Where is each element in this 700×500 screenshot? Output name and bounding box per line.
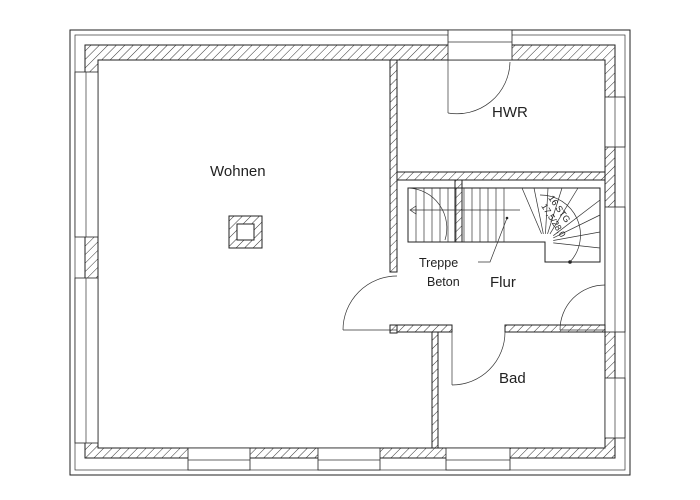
window-bottom-3 <box>445 447 511 471</box>
stair-label-beton: Beton <box>427 275 460 289</box>
door-stair <box>407 187 448 241</box>
stair-tread <box>549 187 579 235</box>
window-bottom-1 <box>187 447 251 471</box>
stair-tread <box>533 187 544 234</box>
door-wohnen <box>342 275 398 331</box>
room-label-bad: Bad <box>499 370 526 387</box>
windows <box>74 29 626 471</box>
stair-tread <box>553 214 601 239</box>
window-bottom-2 <box>317 447 381 471</box>
door-exterior-hwr <box>447 29 513 61</box>
room-label-flur: Flur <box>490 274 516 291</box>
stair-tread <box>547 187 563 235</box>
door-hwr <box>447 60 511 115</box>
stair-tread <box>553 242 601 249</box>
door-flur-exterior <box>559 284 606 331</box>
room-label-wohnen: Wohnen <box>210 163 266 180</box>
exterior-frame <box>69 29 631 476</box>
room-label-hwr: HWR <box>492 104 528 121</box>
window-left-upper <box>74 71 99 238</box>
chimney <box>228 215 263 249</box>
staircase: 16 STG 17,5/28,0 <box>407 187 601 264</box>
stair-label-treppe: Treppe <box>419 256 458 270</box>
stair-tread <box>553 231 601 241</box>
doors <box>342 60 606 386</box>
exterior-wall <box>84 44 616 459</box>
door-bad <box>451 331 506 386</box>
stair-tread <box>521 187 542 235</box>
window-left-lower <box>74 277 99 444</box>
